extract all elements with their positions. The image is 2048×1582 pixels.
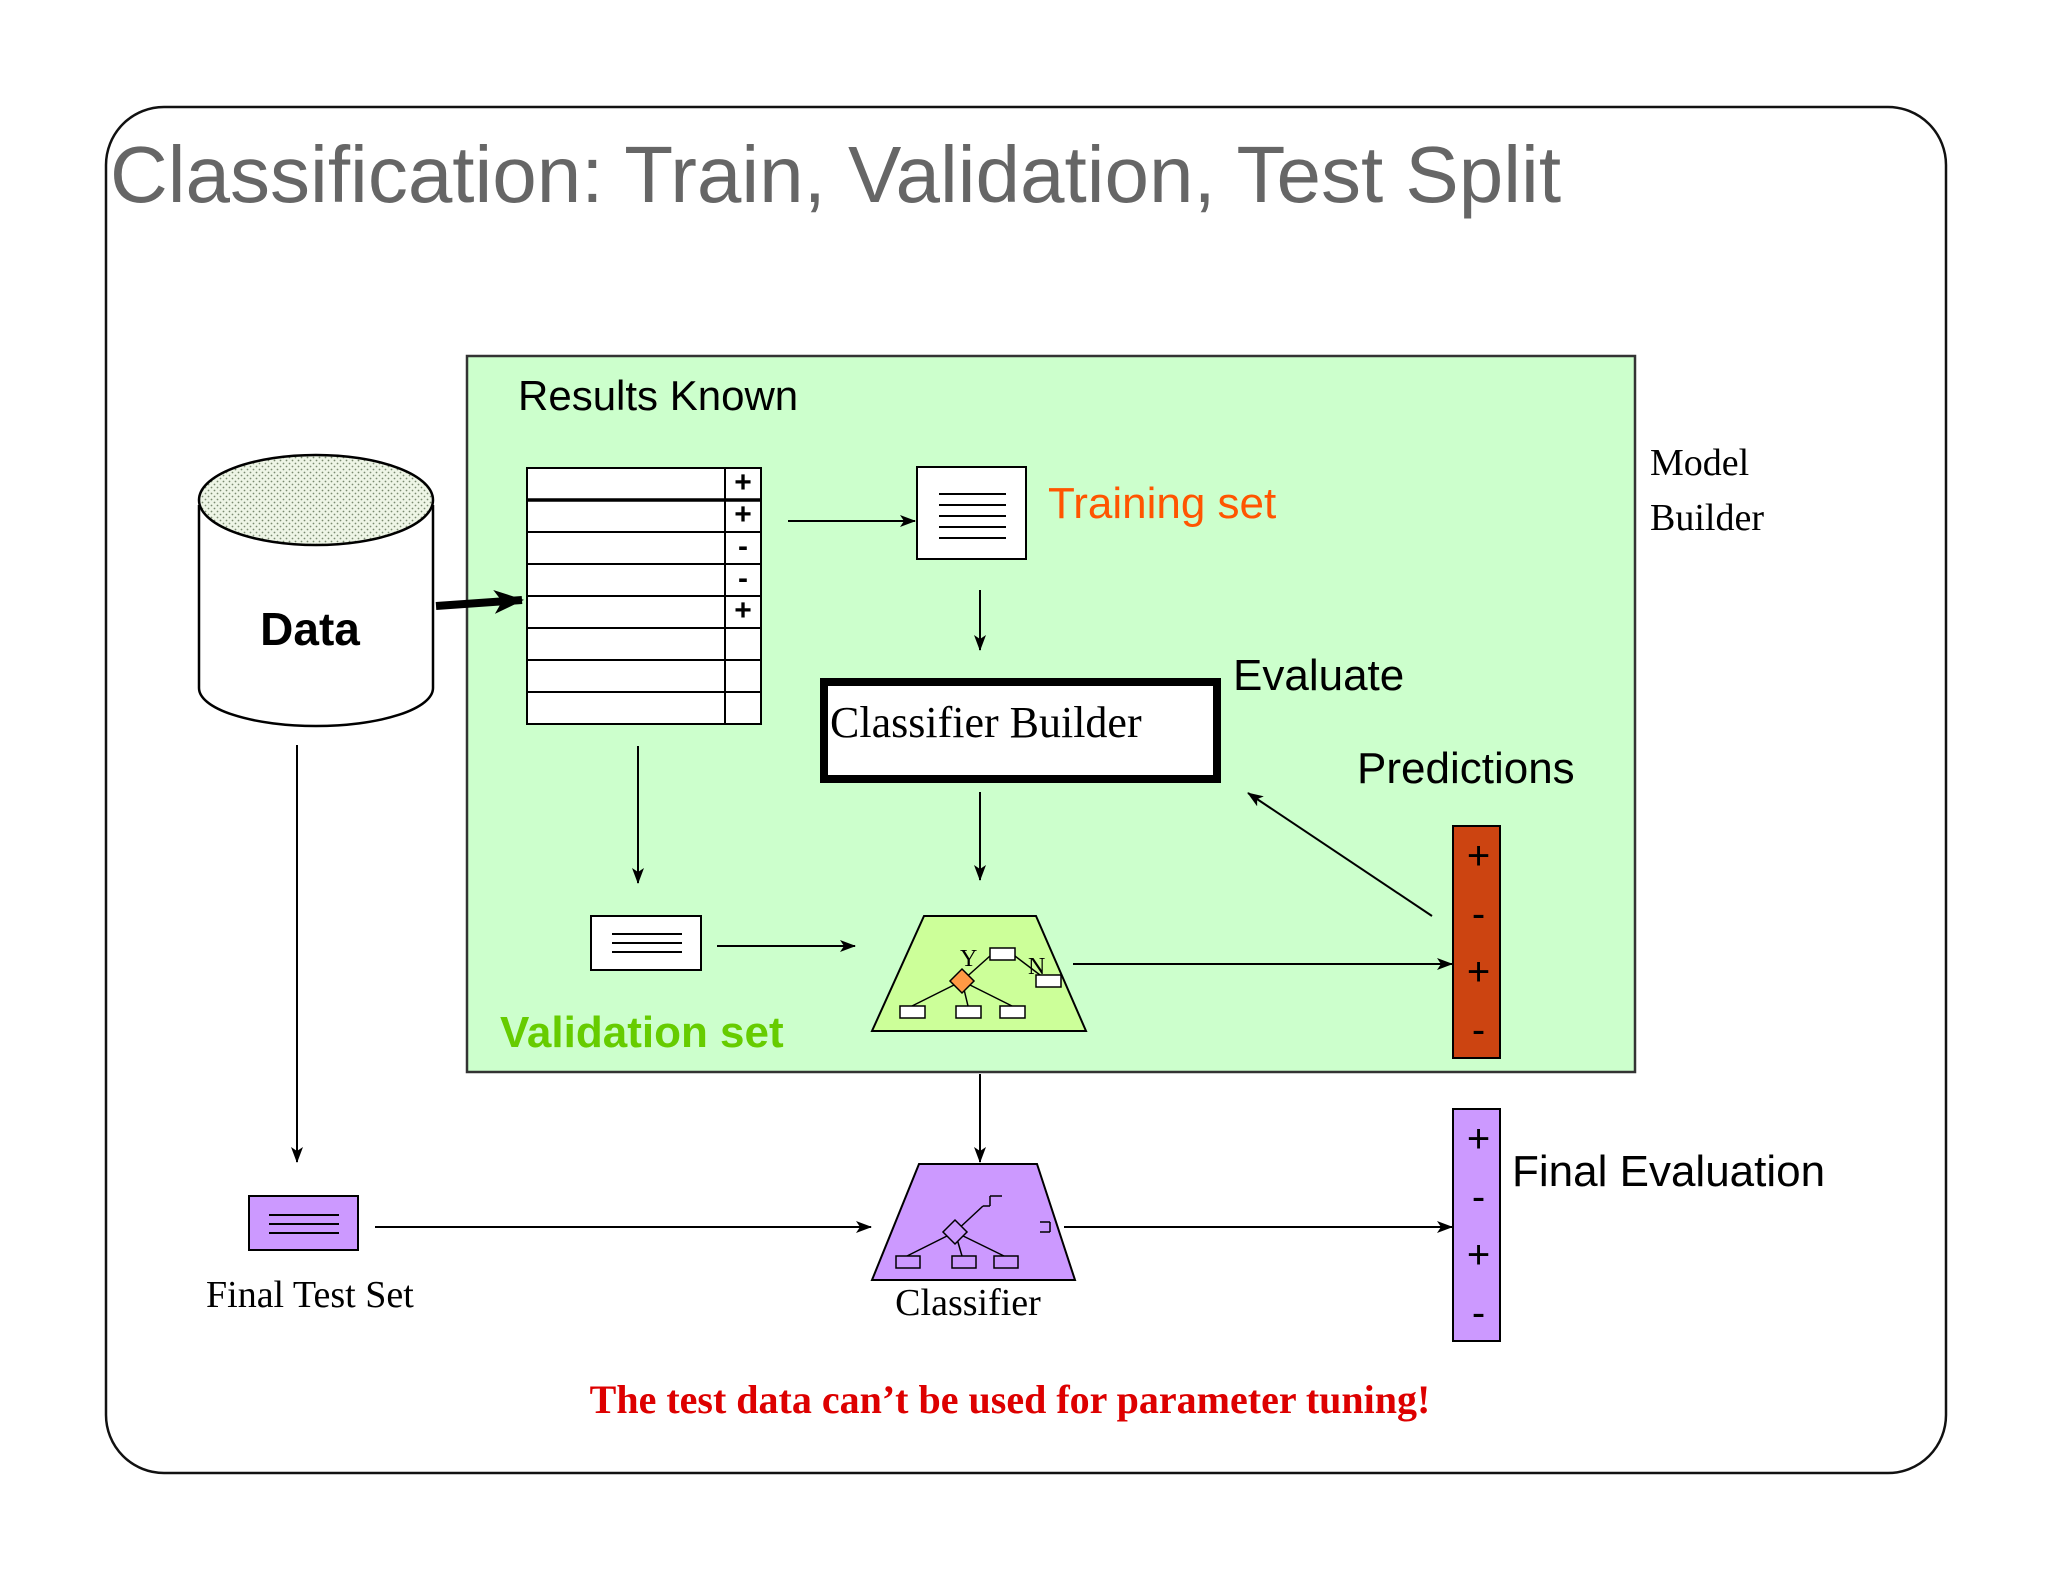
table-row-sign: + <box>734 594 752 627</box>
tree-no-label: N <box>1028 954 1045 980</box>
final-test-set-document <box>248 1195 359 1251</box>
data-cylinder: Data <box>197 453 435 728</box>
results-known-table: ++--+ <box>526 466 762 725</box>
classifier-label: Classifier <box>895 1282 1041 1324</box>
training-set-document <box>916 466 1027 560</box>
evaluate-label: Evaluate <box>1233 651 1404 700</box>
training-set-label: Training set <box>1048 479 1276 528</box>
table-row-sign: + <box>734 498 752 531</box>
data-label: Data <box>260 603 360 655</box>
results-known-label: Results Known <box>518 372 798 419</box>
tree-decision-diamond <box>948 967 976 995</box>
predictions-bar-sign: + <box>1467 950 1490 994</box>
final-tree-decision-diamond <box>941 1218 969 1246</box>
slide-title: Classification: Train, Validation, Test … <box>110 130 1561 219</box>
table-row-sign: + <box>734 466 752 499</box>
table-row-sign: - <box>738 562 748 595</box>
final-classifier-tree <box>870 1163 1077 1281</box>
model-builder-label-line2: Builder <box>1650 497 1764 539</box>
predictions-bar-sign: + <box>1467 834 1490 878</box>
final-evaluation-bar-sign: - <box>1472 1175 1485 1219</box>
validation-model-tree: Y N <box>870 915 1088 1032</box>
classifier-builder-label: Classifier Builder <box>830 698 1142 747</box>
final-test-set-label: Final Test Set <box>206 1274 414 1316</box>
validation-set-document <box>590 915 702 971</box>
predictions-bar-sign: - <box>1472 1008 1485 1052</box>
table-row-sign: - <box>738 530 748 563</box>
tree-yes-label: Y <box>960 946 977 972</box>
final-evaluation-label: Final Evaluation <box>1512 1147 1825 1196</box>
classifier-builder-box <box>820 678 1221 783</box>
final-evaluation-bar-sign: + <box>1467 1233 1490 1277</box>
predictions-label: Predictions <box>1357 744 1575 793</box>
final-evaluation-bar-sign: + <box>1467 1117 1490 1161</box>
model-builder-label-line1: Model <box>1650 442 1749 484</box>
validation-set-label: Validation set <box>500 1008 784 1057</box>
predictions-bar: + - + - <box>1452 825 1501 1059</box>
predictions-bar-sign: - <box>1472 892 1485 936</box>
final-evaluation-bar-body <box>1452 1108 1501 1342</box>
final-evaluation-bar: + - + - <box>1452 1108 1501 1342</box>
predictions-to-builder-arrow <box>1247 792 1433 917</box>
data-to-table-arrow <box>435 589 524 614</box>
final-evaluation-bar-sign: - <box>1472 1291 1485 1335</box>
predictions-bar-body <box>1452 825 1501 1059</box>
test-data-warning: The test data can’t be used for paramete… <box>590 1377 1431 1422</box>
